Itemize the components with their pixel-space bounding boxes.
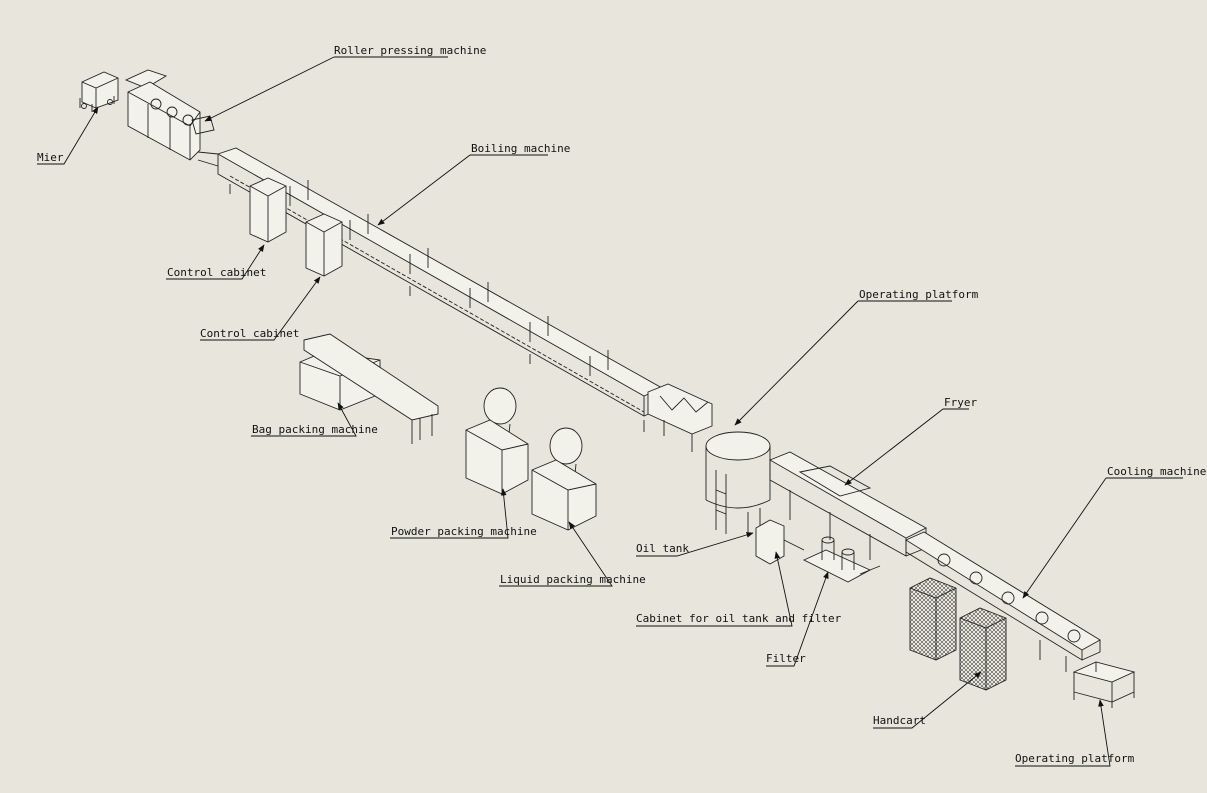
- label-handcart: Handcart: [873, 714, 926, 727]
- roller-pressing-machine-drawing: [124, 69, 215, 161]
- label-control-cabinet-1: Control cabinet: [167, 266, 266, 279]
- label-liquid-packing-machine: Liquid packing machine: [500, 573, 646, 586]
- powder-packing-machine-drawing: [465, 387, 529, 495]
- liquid-packing-machine-drawing: [531, 427, 597, 531]
- fryer-drawing: [705, 431, 927, 583]
- label-fryer: Fryer: [944, 396, 977, 409]
- label-control-cabinet-2: Control cabinet: [200, 327, 299, 340]
- mixer-drawing: [79, 71, 119, 112]
- label-cooling-machine: Cooling machine: [1107, 465, 1206, 478]
- label-cabinet-oil-tank-filter: Cabinet for oil tank and filter: [636, 612, 842, 625]
- label-mier: Mier: [37, 151, 64, 164]
- handcart-drawing: [909, 577, 1007, 691]
- label-filter: Filter: [766, 652, 806, 665]
- bag-packing-machine-drawing: [299, 333, 439, 444]
- cooling-machine-drawing: [905, 531, 1101, 672]
- label-bag-packing-machine: Bag packing machine: [252, 423, 378, 436]
- label-operating-platform-top: Operating platform: [859, 288, 979, 301]
- boiling-machine-drawing: [197, 147, 713, 452]
- label-oil-tank: Oil tank: [636, 542, 689, 555]
- label-boiling-machine: Boiling machine: [471, 142, 570, 155]
- control-cabinet-drawing-1: [249, 177, 287, 243]
- labels: Roller pressing machine Mier Boiling mac…: [37, 44, 1206, 765]
- label-powder-packing-machine: Powder packing machine: [391, 525, 537, 538]
- control-cabinet-drawing-2: [305, 213, 343, 277]
- label-operating-platform-bottom: Operating platform: [1015, 752, 1135, 765]
- operating-platform-bottom-drawing: [1072, 661, 1136, 708]
- label-roller-pressing-machine: Roller pressing machine: [334, 44, 486, 57]
- leader-lines: [37, 56, 1183, 767]
